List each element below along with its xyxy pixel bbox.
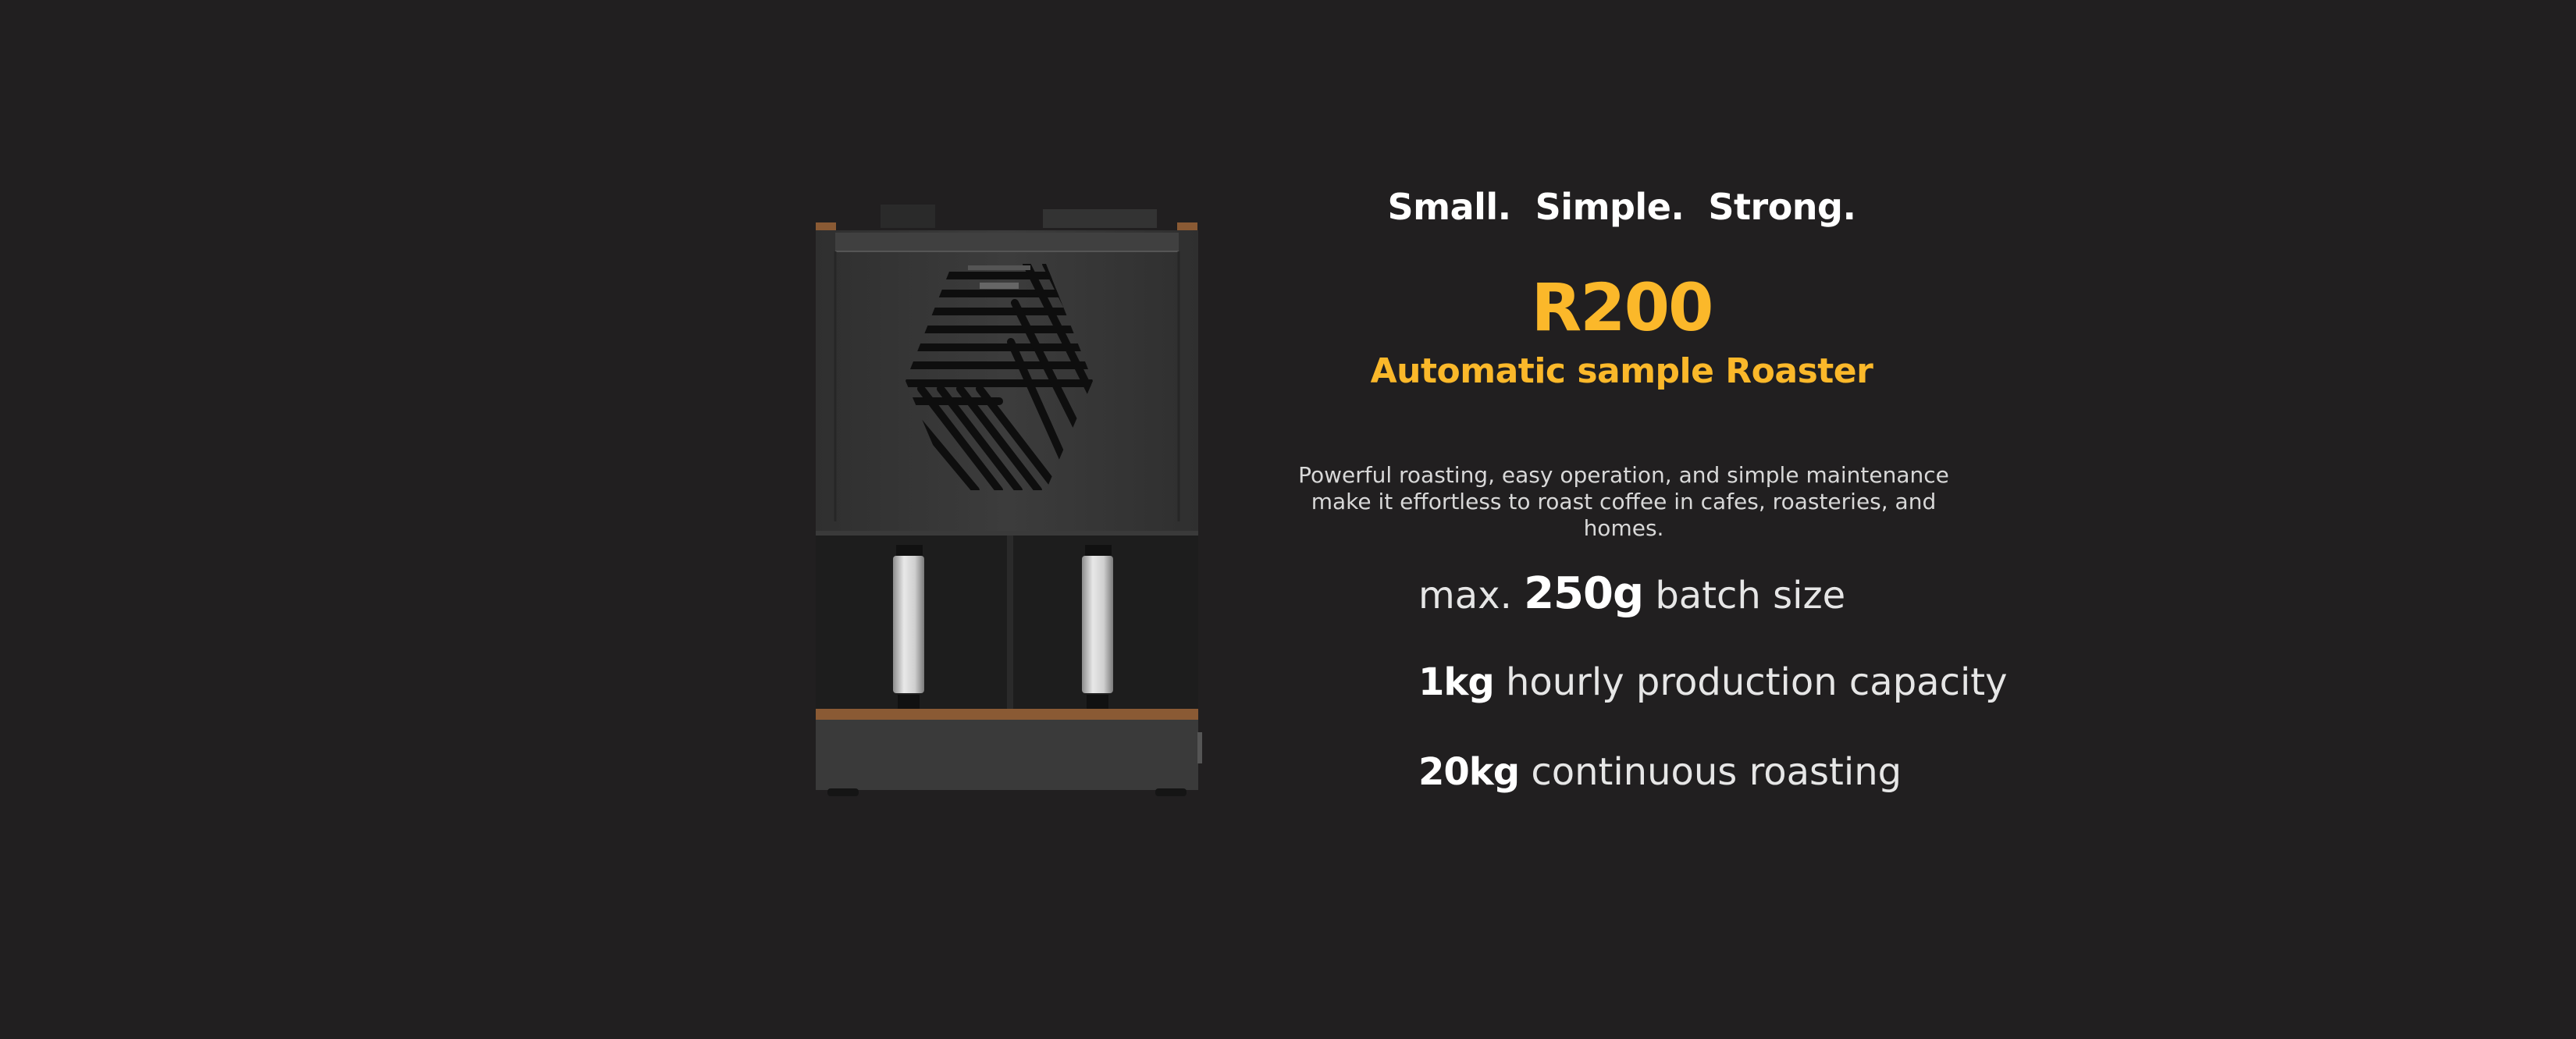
product-image bbox=[812, 201, 1202, 796]
spec-batch-size: max. 250g batch size bbox=[1418, 568, 1845, 619]
model-title: R200 bbox=[1531, 269, 1713, 346]
spec-value: 20kg bbox=[1418, 750, 1520, 794]
roaster-machine-image bbox=[816, 205, 1202, 796]
spec-suffix: continuous roasting bbox=[1519, 750, 1902, 794]
tagline: Small. Simple. Strong. bbox=[1387, 186, 1856, 228]
spec-continuous-roasting: 20kg continuous roasting bbox=[1418, 750, 1902, 794]
spec-prefix: max. bbox=[1418, 574, 1525, 617]
spec-value: 250g bbox=[1524, 568, 1644, 619]
spec-hourly-capacity: 1kg hourly production capacity bbox=[1418, 660, 2008, 704]
spec-suffix: batch size bbox=[1643, 574, 1846, 617]
spec-suffix: hourly production capacity bbox=[1493, 660, 2008, 704]
spec-value: 1kg bbox=[1418, 660, 1495, 704]
product-subtitle: Automatic sample Roaster bbox=[1370, 351, 1873, 391]
product-description: Powerful roasting, easy operation, and s… bbox=[1298, 462, 1949, 541]
